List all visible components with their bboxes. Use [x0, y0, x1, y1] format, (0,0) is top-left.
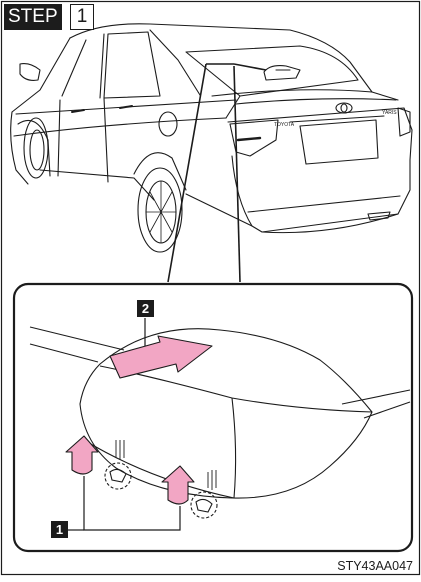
- car-rear-view-illustration: TOYOTA YARIS: [11, 24, 412, 252]
- svg-text:TOYOTA: TOYOTA: [274, 122, 295, 128]
- zoom-leader-lines: [168, 64, 266, 282]
- detail-panel: [14, 284, 412, 551]
- svg-text:YARIS: YARIS: [382, 110, 397, 116]
- step-number: 1: [70, 4, 94, 30]
- step-word: STEP: [4, 4, 62, 30]
- figure-code: STY43AA047: [337, 559, 413, 573]
- callout-2-tag: 2: [137, 300, 154, 317]
- callout-1-tag: 1: [51, 521, 68, 538]
